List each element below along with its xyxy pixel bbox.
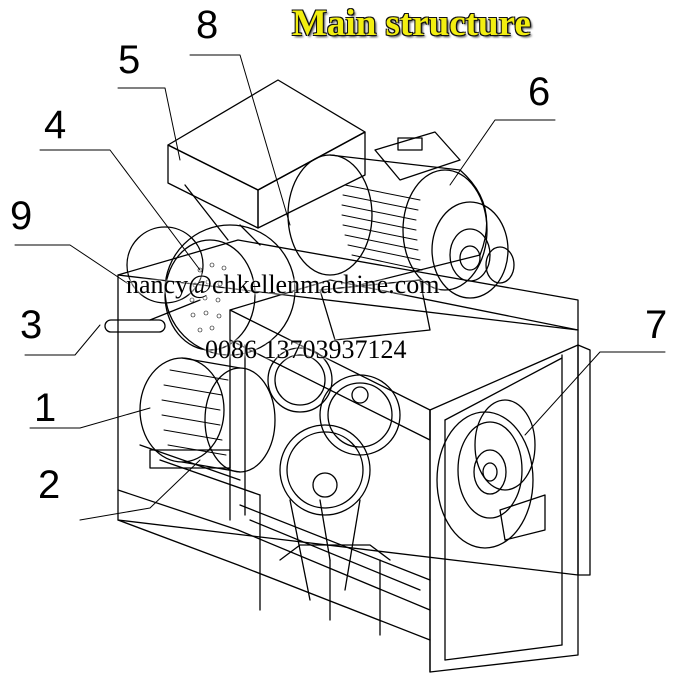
watermark-email: nancy@chkellenmachine.com [126,270,440,299]
screen-drum [104,224,296,356]
callout-7: 7 [645,303,668,347]
bottom-motor [139,357,276,473]
callout-1: 1 [34,386,57,430]
top-motor [287,131,515,341]
callout-3: 3 [20,303,43,347]
leader-lines [14,54,666,521]
callout-4: 4 [44,103,67,147]
watermark-phone: 0086 13703937124 [205,335,407,364]
hopper [167,79,366,246]
callout-2: 2 [38,463,61,507]
right-pulley [436,399,546,549]
callout-5: 5 [118,38,141,82]
gears [267,347,401,601]
callout-9: 9 [10,194,33,238]
callout-6: 6 [528,70,551,114]
diagram-title: Main structure [292,3,531,44]
callout-8: 8 [196,3,219,47]
